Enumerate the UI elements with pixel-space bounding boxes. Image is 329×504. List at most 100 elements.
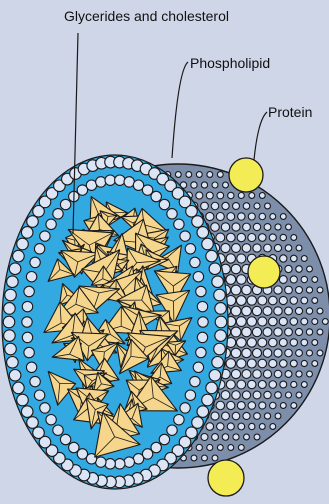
phospholipid-head (231, 348, 241, 358)
ring-head (209, 263, 221, 275)
phospholipid-head (301, 256, 307, 262)
phospholipid-head (227, 401, 235, 409)
ring-head (53, 425, 63, 435)
ring-head (159, 199, 169, 209)
ring-head (197, 406, 209, 418)
ring-head (215, 316, 227, 328)
phospholipid-head (211, 412, 219, 420)
phospholipid-head (253, 349, 262, 358)
phospholipid-head (242, 244, 251, 253)
phospholipid-head (248, 380, 256, 388)
phospholipid-head (317, 287, 323, 293)
phospholipid-head (201, 182, 207, 188)
phospholipid-head (244, 434, 250, 440)
ring-head (13, 382, 25, 394)
phospholipid-head (290, 297, 297, 304)
phospholipid-head (212, 434, 219, 441)
ring-head (22, 301, 32, 311)
ring-head (197, 332, 207, 342)
phospholipid-head (243, 412, 250, 419)
phospholipid-head (249, 423, 255, 429)
ring-head (202, 238, 214, 250)
ring-head (180, 403, 190, 413)
phospholipid-head (242, 370, 251, 379)
ring-head (124, 457, 134, 467)
phospholipid-head (259, 402, 266, 409)
phospholipid-head (290, 360, 297, 367)
phospholipid-head (269, 381, 276, 388)
phospholipid-head (296, 287, 303, 294)
ring-head (167, 209, 177, 219)
phospholipid-head (216, 401, 224, 409)
phospholipid-head (248, 213, 255, 220)
phospholipid-head (301, 297, 308, 304)
phospholipid-head (285, 328, 293, 336)
ring-head (159, 434, 169, 444)
ring-head (212, 276, 224, 288)
ring-head (34, 244, 44, 254)
ring-head (186, 206, 198, 218)
phospholipid-head (312, 361, 318, 367)
phospholipid-head (217, 192, 224, 199)
phospholipid-head (211, 202, 219, 210)
phospholipid-leader (172, 62, 188, 158)
phospholipid-head (236, 317, 246, 327)
phospholipid-head (301, 318, 308, 325)
ring-head (193, 272, 203, 282)
ring-head (40, 231, 50, 241)
ring-head (115, 459, 125, 469)
phospholipid-head (259, 213, 265, 219)
ring-head (30, 257, 40, 267)
ring-head (4, 303, 16, 315)
ring-head (24, 347, 34, 357)
phospholipid-head (285, 371, 292, 378)
phospholipid-head (280, 234, 286, 240)
phospholipid-head (279, 276, 287, 284)
ring-head (5, 289, 17, 301)
phospholipid-head (232, 244, 241, 253)
ring-head (196, 286, 206, 296)
ring-head (22, 317, 32, 327)
ring-head (167, 425, 177, 435)
phospholipid-head (263, 328, 272, 337)
phospholipid-head (226, 275, 236, 285)
phospholipid-head (237, 254, 246, 263)
phospholipid-head (268, 296, 277, 305)
phospholipid-head (226, 359, 236, 369)
protein-blob (229, 158, 263, 192)
ring-head (174, 415, 184, 425)
phospholipid-head (264, 391, 271, 398)
ring-head (17, 238, 29, 250)
phospholipid-head (231, 264, 240, 273)
ring-head (214, 343, 226, 355)
phospholipid-head (279, 296, 287, 304)
phospholipid-head (242, 391, 250, 399)
phospholipid-head (291, 381, 297, 387)
phospholipid-head (237, 233, 245, 241)
phospholipid-head (242, 306, 252, 316)
ring-head (33, 427, 45, 439)
ring-head (197, 227, 209, 239)
ring-head (190, 257, 200, 267)
phospholipid-head (217, 423, 224, 430)
phospholipid-head (312, 298, 318, 304)
phospholipid-head (296, 266, 303, 273)
phospholipid-head (317, 329, 323, 335)
phospholipid-head (258, 296, 267, 305)
phospholipid-head (317, 308, 323, 314)
phospholipid-head (265, 203, 271, 209)
phospholipid-head (212, 182, 218, 188)
ring-head (196, 347, 206, 357)
phospholipid-head (285, 265, 292, 272)
phospholipid-head (296, 245, 302, 251)
phospholipid-head (274, 328, 282, 336)
phospholipid-head (275, 392, 282, 399)
protein-leader (254, 112, 267, 160)
phospholipid-head (236, 338, 246, 348)
phospholipid-head (191, 455, 197, 461)
ring-head (193, 362, 203, 372)
phospholipid-head (290, 318, 298, 326)
phospholipid-head (236, 296, 246, 306)
